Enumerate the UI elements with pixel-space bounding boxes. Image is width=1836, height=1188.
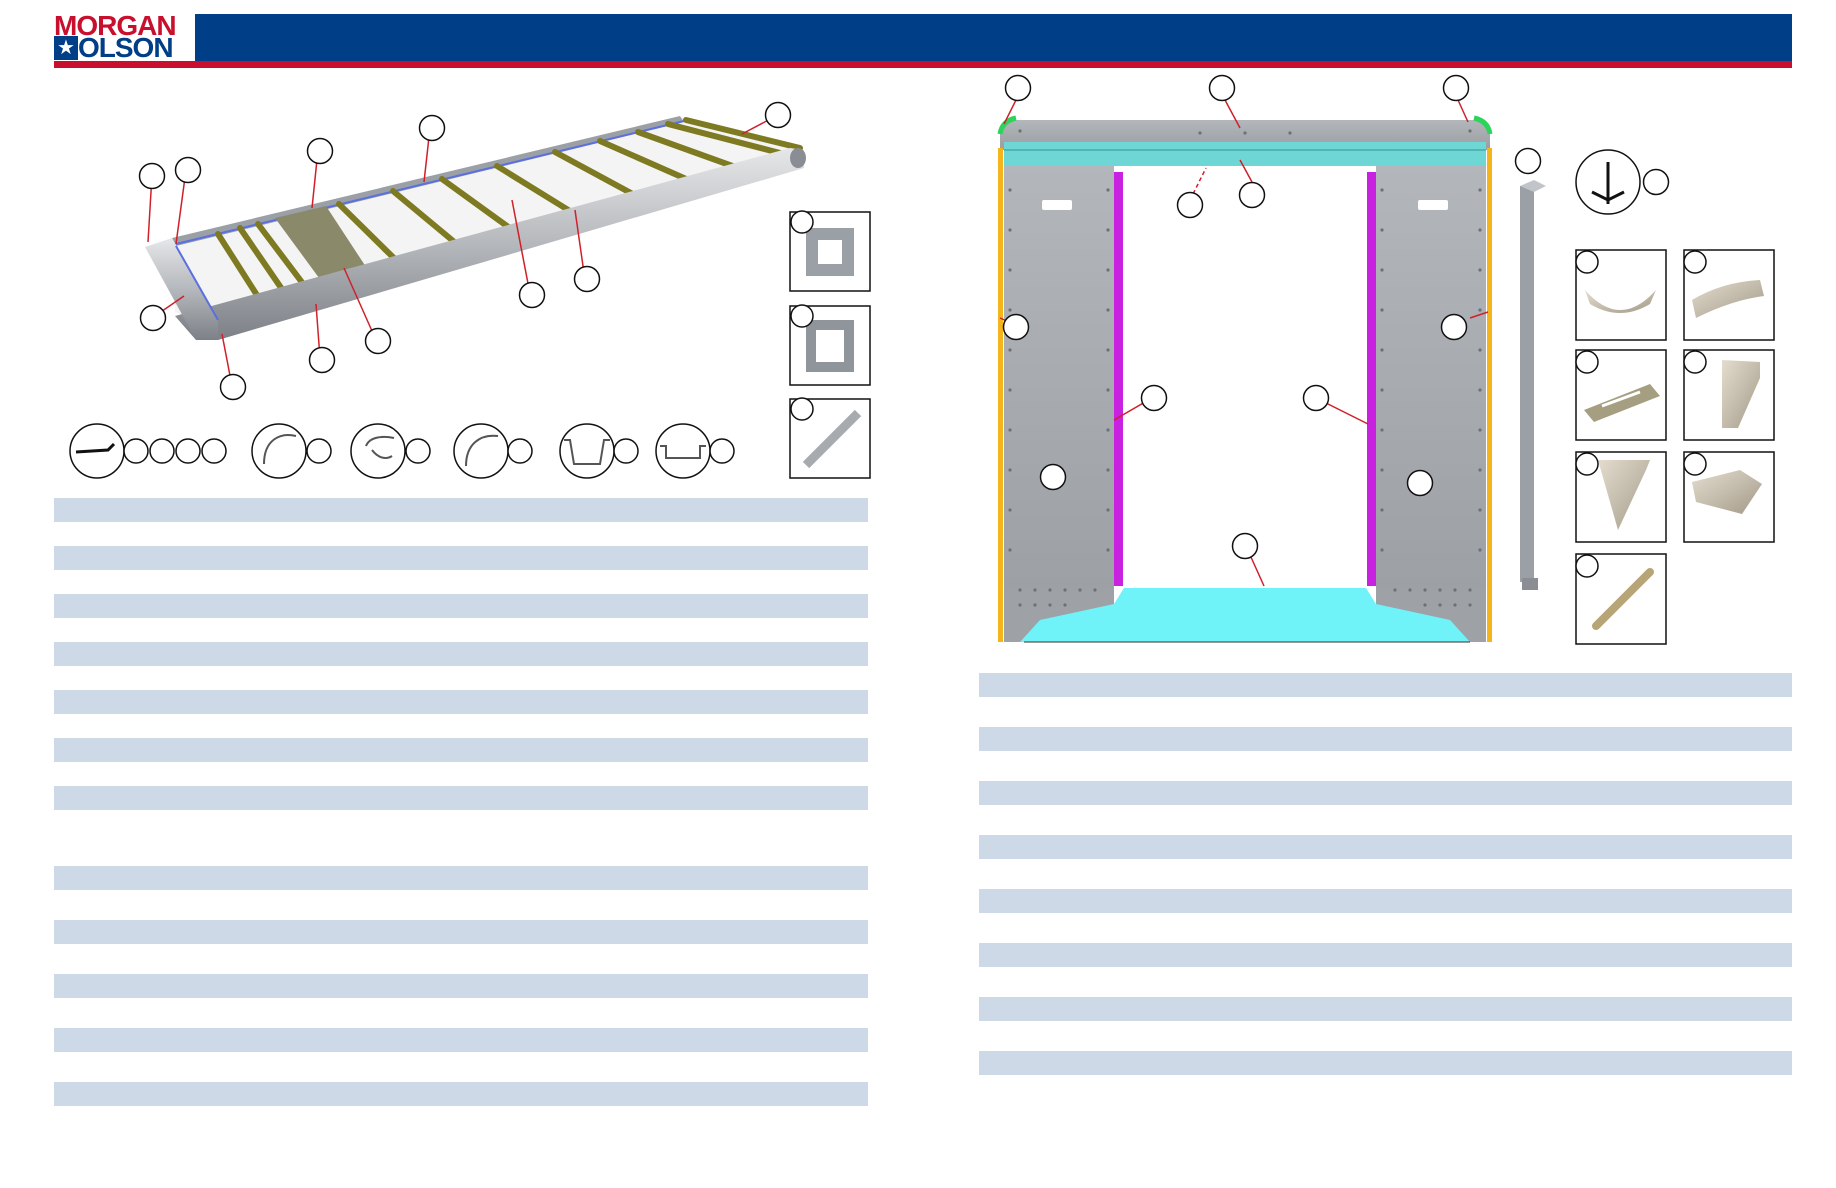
floor-frame-crossmembers — [215, 117, 803, 306]
right-table-row — [979, 997, 1792, 1021]
left-table-row — [54, 642, 868, 666]
floor-frame-front-tube — [175, 148, 804, 340]
rear-frame-cyan-sill — [1020, 588, 1470, 642]
left-table-row — [54, 546, 868, 570]
angle-bar-icon — [802, 409, 862, 469]
right-part-thumbnails — [1575, 249, 1775, 645]
rear-frame-left-edge — [998, 148, 1003, 642]
gusset-b-icon — [1598, 460, 1650, 530]
header-stripe — [54, 61, 1792, 68]
floor-frame-tube-end — [790, 148, 806, 168]
left-part-thumbnails — [789, 210, 871, 479]
floor-frame-diagram — [138, 101, 806, 401]
floor-frame-end-tube — [145, 238, 218, 340]
rear-frame-cyan-header-rail — [1004, 142, 1486, 166]
floor-frame-end-blue-rail — [175, 245, 219, 321]
corner-cap-right-icon — [1692, 280, 1764, 318]
rear-frame-right-jamb — [1367, 172, 1376, 586]
left-table-row — [54, 1028, 868, 1052]
rear-frame-left-post — [1004, 166, 1114, 642]
profile-channel-icon — [655, 423, 711, 479]
right-table-row — [979, 781, 1792, 805]
floor-frame-callouts — [138, 101, 792, 401]
gusset-a-icon — [1722, 360, 1760, 428]
profile-curve-c-icon — [453, 423, 509, 479]
round-bar-icon — [1592, 568, 1654, 630]
right-table-row — [979, 943, 1792, 967]
rear-frame-right-post — [1376, 166, 1486, 642]
slot-plate-icon — [1584, 384, 1660, 422]
corner-cap-left-icon — [1585, 290, 1656, 313]
rear-frame-rivets — [1008, 129, 1482, 607]
header-bar — [54, 14, 1792, 61]
profile-hat-icon — [559, 423, 615, 479]
right-table-row — [979, 889, 1792, 913]
profile-curve-a-icon — [251, 423, 307, 479]
floor-frame-plate — [275, 206, 368, 282]
rear-frame-loose-post — [1520, 186, 1534, 582]
left-table-row — [54, 690, 868, 714]
left-table-row — [54, 786, 868, 810]
left-table-row — [54, 738, 868, 762]
left-table-row — [54, 974, 868, 998]
profile-section-icons — [69, 423, 735, 479]
left-table-row — [54, 498, 868, 522]
logo-text-olson: OLSON — [78, 32, 174, 63]
rear-frame-callouts — [1002, 74, 1542, 560]
rear-frame-right-corner — [1473, 115, 1493, 135]
right-table-row — [979, 727, 1792, 751]
profile-curve-b-icon — [350, 423, 406, 479]
rear-frame-left-jamb — [1114, 172, 1123, 586]
logo-star-icon: ★ — [54, 35, 78, 60]
left-table-row — [54, 866, 868, 890]
right-table-row — [979, 835, 1792, 859]
rear-frame-right-edge — [1487, 148, 1492, 642]
right-table-row — [979, 1051, 1792, 1075]
logo-text-morgan: MORGAN — [54, 10, 177, 41]
angle-bracket-icon — [1692, 470, 1762, 514]
right-table-row — [979, 673, 1792, 697]
left-table-row — [54, 594, 868, 618]
rear-frame-diagram — [997, 74, 1670, 643]
logo-text-olson-row: ★ OLSON — [54, 32, 195, 63]
left-table-row — [54, 920, 868, 944]
left-table-row — [54, 1082, 868, 1106]
